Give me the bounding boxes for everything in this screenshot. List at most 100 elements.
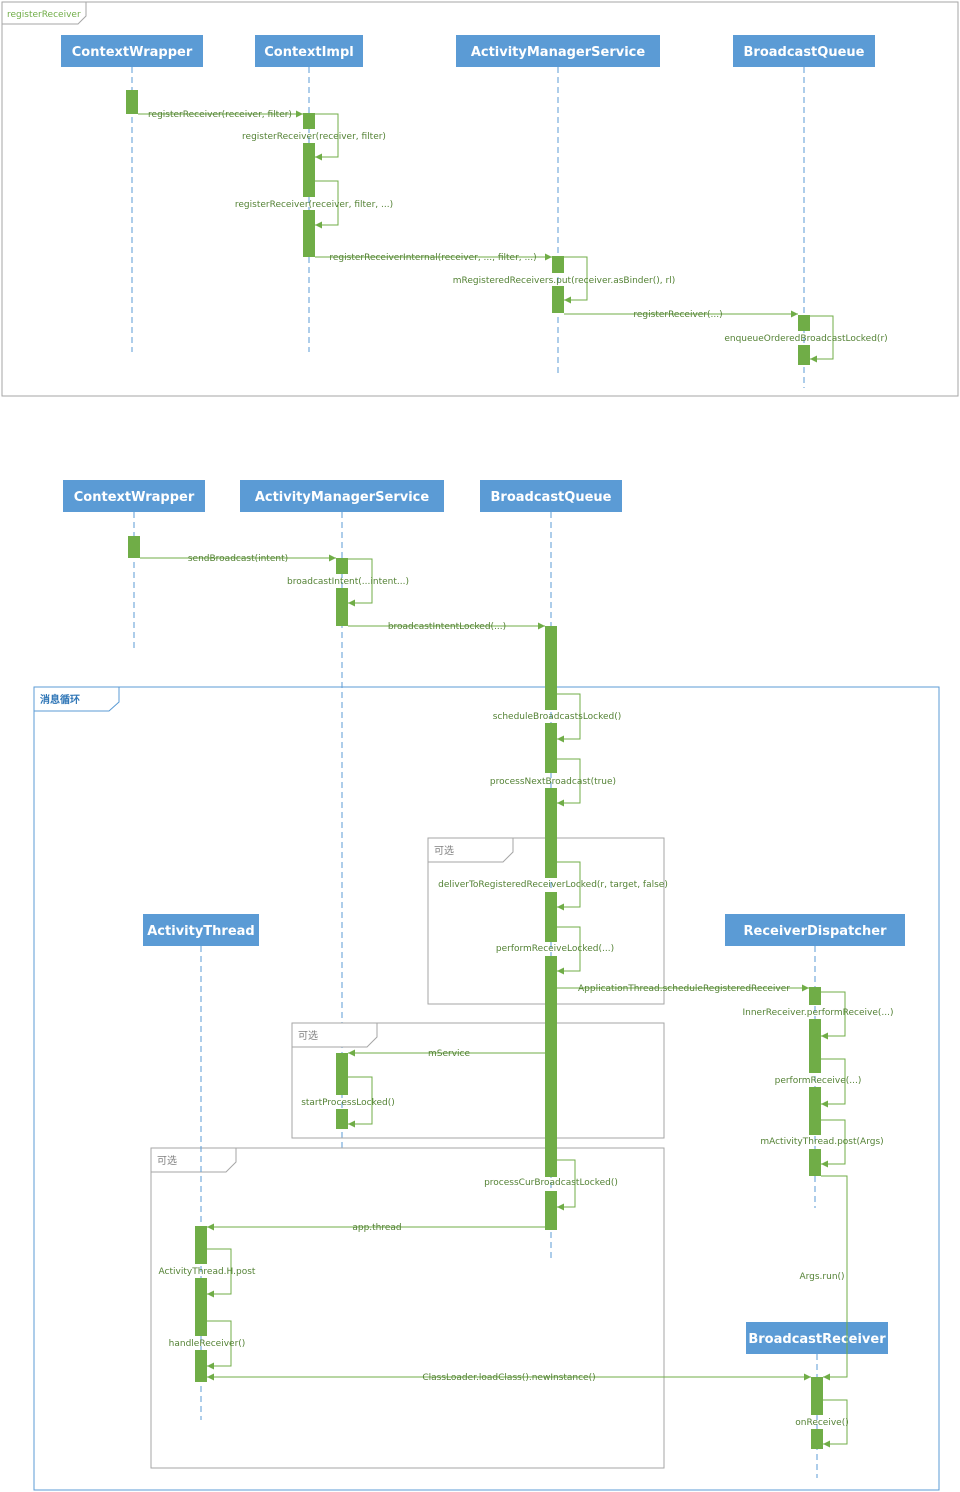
message-label: registerReceiver(...)	[633, 310, 722, 320]
self-message-arrow	[207, 1320, 232, 1370]
lifeline-broadcast-queue-2[interactable]: BroadcastQueue	[480, 480, 622, 1260]
activation	[195, 1226, 207, 1264]
lifeline-broadcast-receiver[interactable]: BroadcastReceiver	[746, 1322, 888, 1478]
self-message-arrow	[315, 180, 339, 229]
self-message-arrow	[564, 256, 588, 304]
activation	[809, 987, 821, 1005]
lifeline-context-wrapper-2[interactable]: ContextWrapper	[63, 480, 205, 650]
activation	[545, 956, 557, 1177]
frame-optional-3-tab	[150, 1147, 237, 1173]
message-label: InnerReceiver.performReceive(...)	[742, 1008, 893, 1018]
message-label: handleReceiver()	[169, 1339, 246, 1349]
message-label: registerReceiverInternal(receiver, ..., …	[329, 253, 536, 263]
message-label: performReceiveLocked(...)	[496, 944, 614, 954]
frame-optional-2	[291, 1022, 665, 1139]
activation	[552, 256, 564, 273]
diagram-send-broadcast: ContextWrapper ActivityManagerService Br…	[33, 480, 940, 1491]
activation	[303, 210, 315, 257]
activation	[809, 1149, 821, 1176]
activation	[809, 1087, 821, 1135]
activation	[336, 558, 348, 574]
frame-register-receiver-label: registerReceiver	[7, 10, 81, 20]
lifeline-label: ContextImpl	[264, 45, 354, 60]
lifeline-box	[746, 1322, 888, 1354]
activation	[545, 788, 557, 878]
self-message-arrow	[348, 1076, 373, 1128]
self-message-arrow	[348, 558, 373, 607]
lifeline-context-impl[interactable]: ContextImpl	[255, 35, 363, 352]
message-label: sendBroadcast(intent)	[188, 554, 288, 564]
lifeline-label: ActivityThread	[147, 924, 255, 939]
lifeline-label: ActivityManagerService	[471, 45, 646, 60]
activation	[552, 286, 564, 313]
self-message-arrow	[207, 1248, 232, 1298]
activation	[545, 723, 557, 773]
frame-message-loop-label: 消息循环	[40, 693, 80, 706]
activation	[195, 1350, 207, 1382]
lifeline-receiver-dispatcher[interactable]: ReceiverDispatcher	[725, 914, 905, 1208]
message-label: ClassLoader.loadClass().newInstance()	[422, 1373, 595, 1383]
message-label: app.thread	[352, 1223, 401, 1233]
frame-optional-1-label: 可选	[434, 844, 454, 857]
activation	[336, 1053, 348, 1095]
lifeline-box	[725, 914, 905, 946]
lifeline-label: ContextWrapper	[72, 45, 193, 60]
activation	[336, 588, 348, 626]
message-label: onReceive()	[795, 1418, 848, 1428]
message-label: startProcessLocked()	[301, 1098, 395, 1108]
self-message-arrow	[557, 758, 581, 807]
message-label: registerReceiver(receiver, filter)	[242, 132, 386, 142]
lifeline-label: ReceiverDispatcher	[744, 924, 888, 939]
activation	[545, 1191, 557, 1230]
self-message-arrow	[821, 1058, 846, 1108]
diagram-register-receiver: registerReceiver ContextWrapper ContextI…	[1, 1, 959, 397]
message-label: registerReceiver(receiver, filter)	[148, 110, 292, 120]
message-label: mActivityThread.post(Args)	[760, 1137, 883, 1147]
lifeline-box	[480, 480, 622, 512]
activation	[303, 143, 315, 197]
message-arrow-args-run	[821, 1175, 848, 1381]
lifeline-label: BroadcastReceiver	[748, 1332, 886, 1347]
activation	[336, 1109, 348, 1129]
lifeline-label: ContextWrapper	[74, 490, 195, 505]
activation	[545, 892, 557, 942]
activation	[126, 90, 138, 114]
lifeline-activity-manager-service[interactable]: ActivityManagerService	[456, 35, 660, 376]
self-message-arrow	[557, 926, 581, 975]
self-message-arrow	[810, 315, 834, 363]
message-label: performReceive(...)	[775, 1076, 862, 1086]
activation	[811, 1377, 823, 1415]
lifeline-label: BroadcastQueue	[491, 490, 612, 505]
activation	[545, 626, 557, 710]
lifeline-context-wrapper[interactable]: ContextWrapper	[61, 35, 203, 352]
activation	[809, 1019, 821, 1073]
lifeline-box	[255, 35, 363, 67]
message-label: Args.run()	[799, 1272, 844, 1282]
self-message-arrow	[823, 1399, 848, 1448]
frame-optional-3	[150, 1147, 665, 1469]
lifeline-box	[143, 914, 259, 946]
activation	[128, 536, 140, 558]
message-label: broadcastIntent(...intent...)	[287, 577, 409, 587]
message-label: broadcastIntentLocked(...)	[388, 622, 506, 632]
activation	[303, 113, 315, 129]
frame-register-receiver-tab	[1, 1, 87, 25]
self-message-arrow	[315, 113, 339, 161]
message-label: deliverToRegisteredReceiverLocked(r, tar…	[438, 880, 668, 890]
lifeline-activity-thread[interactable]: ActivityThread	[143, 914, 259, 1420]
self-message-arrow	[821, 1119, 846, 1168]
frame-optional-1-tab	[427, 837, 514, 863]
message-label: mRegisteredReceivers.put(receiver.asBind…	[453, 276, 675, 286]
lifeline-box	[63, 480, 205, 512]
self-message-arrow	[821, 991, 846, 1040]
message-label: scheduleBroadcastsLocked()	[493, 712, 622, 722]
lifeline-box	[61, 35, 203, 67]
lifeline-box	[240, 480, 444, 512]
activation	[195, 1278, 207, 1336]
self-message-arrow	[557, 861, 581, 911]
message-label: ApplicationThread.scheduleRegisteredRece…	[578, 984, 790, 994]
frame-register-receiver	[1, 1, 959, 397]
lifeline-broadcast-queue[interactable]: BroadcastQueue	[733, 35, 875, 388]
message-label: registerReceiver(receiver, filter, ...)	[235, 200, 393, 210]
